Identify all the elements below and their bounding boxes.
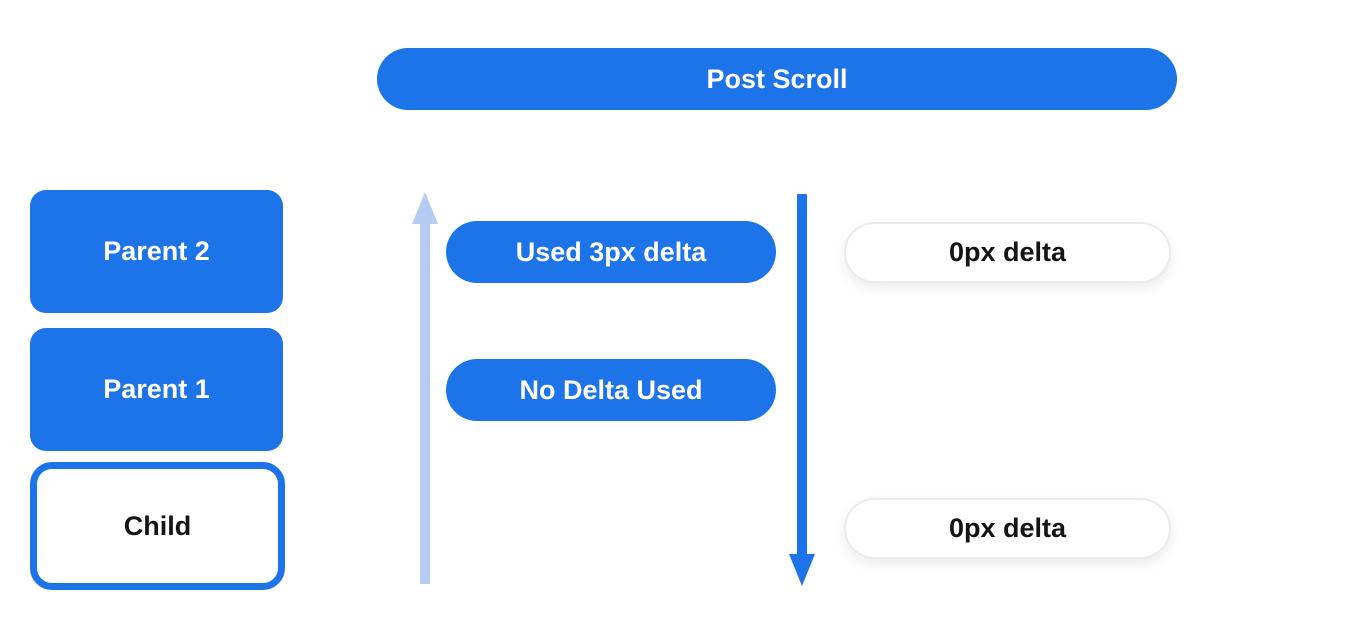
parent2-box: Parent 2 <box>30 190 283 313</box>
parent1-box: Parent 1 <box>30 328 283 451</box>
zero-delta-bottom-label: 0px delta <box>948 513 1067 543</box>
post-scroll-header-label: Post Scroll <box>706 63 848 94</box>
child-label: Child <box>123 510 192 541</box>
zero-delta-top-pill: 0px delta <box>844 222 1171 283</box>
parent2-label: Parent 2 <box>103 236 210 266</box>
no-delta-pill: No Delta Used <box>446 359 776 421</box>
scroll-up-arrow-icon <box>411 192 439 584</box>
used-delta-pill: Used 3px delta <box>446 221 776 283</box>
zero-delta-top-label: 0px delta <box>948 237 1067 267</box>
post-scroll-header: Post Scroll <box>377 48 1177 110</box>
parent1-label: Parent 1 <box>103 374 210 404</box>
no-delta-label: No Delta Used <box>519 374 703 405</box>
scroll-down-arrow-icon <box>788 194 816 586</box>
zero-delta-bottom-pill: 0px delta <box>844 498 1171 559</box>
child-box: Child <box>30 462 285 590</box>
used-delta-label: Used 3px delta <box>515 236 707 267</box>
